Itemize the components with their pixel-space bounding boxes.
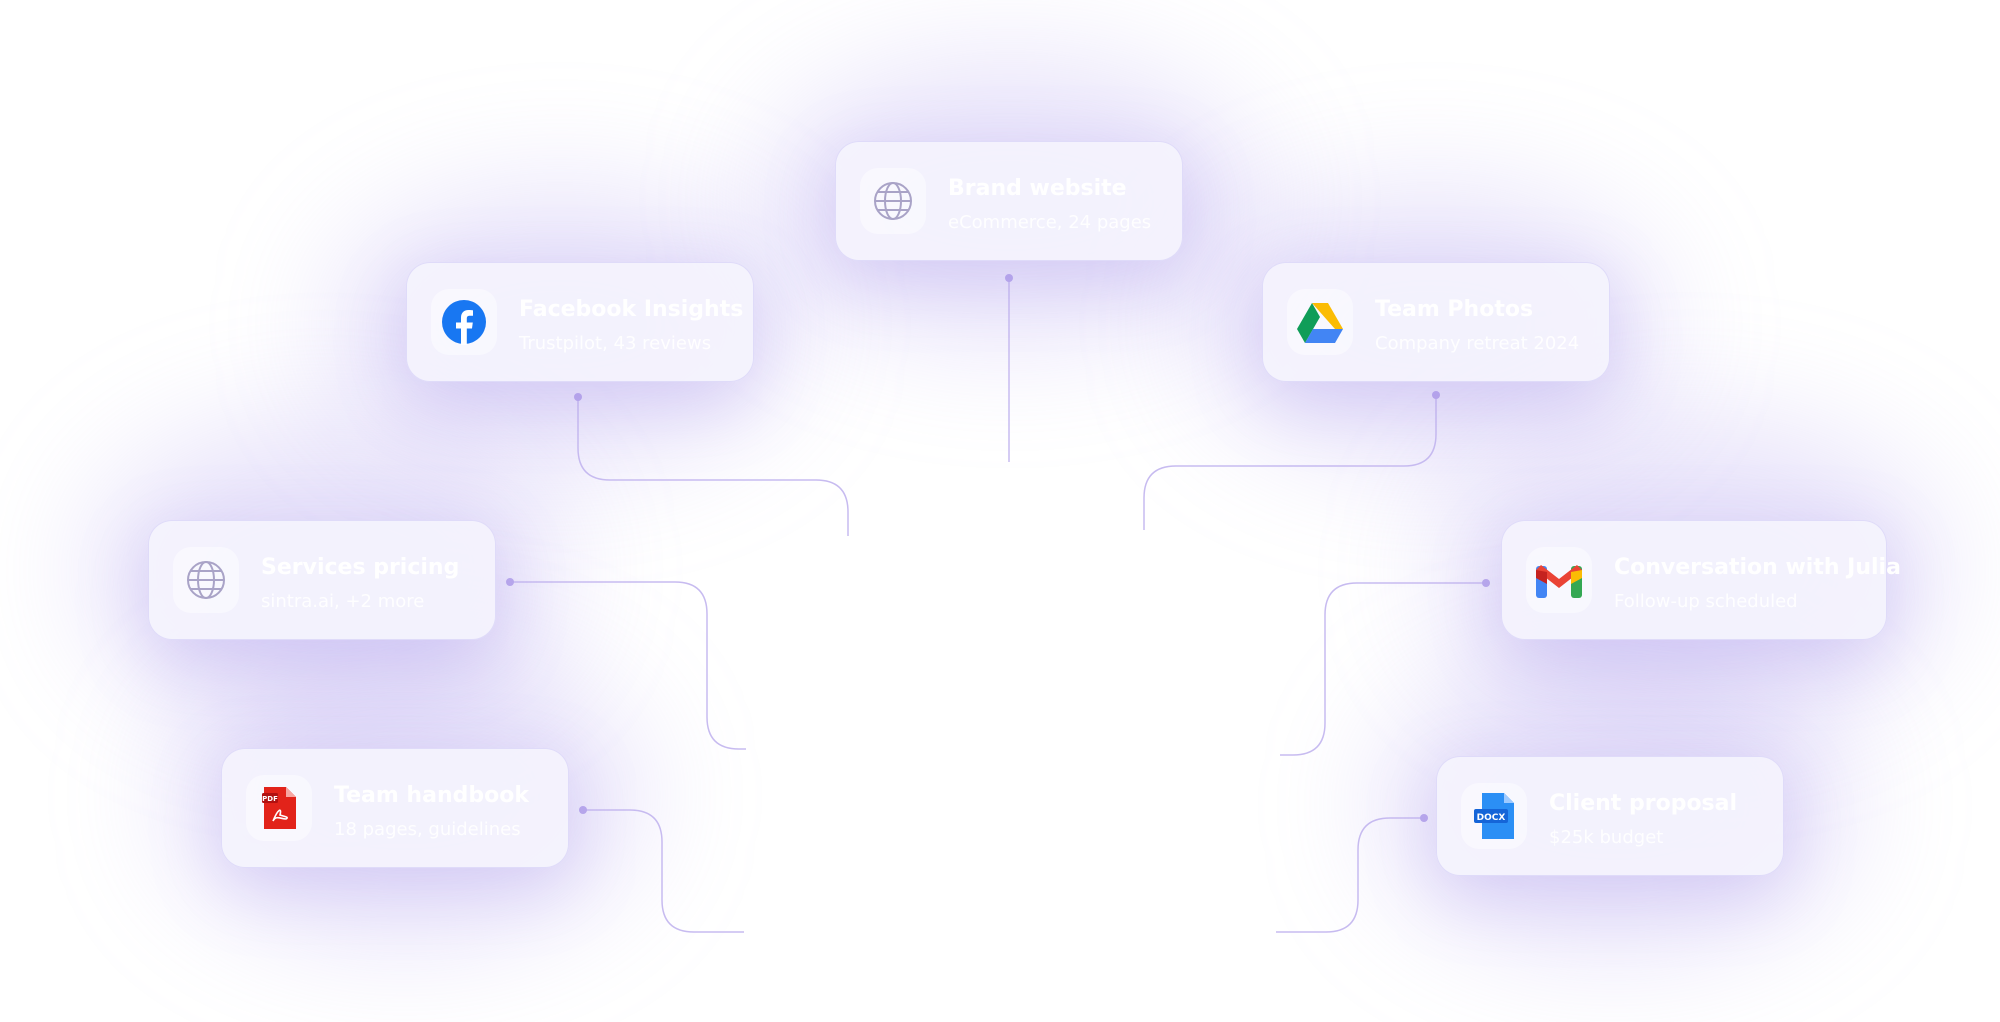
globe-icon	[173, 547, 239, 613]
card-title: Client proposal	[1549, 791, 1738, 816]
card-subtitle: $25k budget	[1549, 827, 1664, 848]
card-title: Facebook Insights	[519, 297, 744, 322]
connector-facebook-insights	[577, 397, 849, 536]
card-brand-website[interactable]: Brand website eCommerce, 24 pages	[835, 141, 1183, 261]
docx-icon-label: DOCX	[1477, 813, 1506, 823]
facebook-icon	[431, 289, 497, 355]
card-client-proposal[interactable]: DOCX Client proposal $25k budget	[1436, 756, 1784, 876]
card-conversation-julia[interactable]: Conversation with Julia Follow-up schedu…	[1501, 520, 1901, 640]
connector-dot	[1432, 391, 1440, 399]
connector-dot	[579, 806, 587, 814]
card-subtitle: eCommerce, 24 pages	[948, 212, 1152, 233]
connector-services-pricing	[510, 581, 746, 750]
card-title: Conversation with Julia	[1614, 555, 1901, 580]
card-subtitle: Company retreat 2024	[1375, 333, 1580, 354]
card-title: Team handbook	[334, 783, 529, 808]
card-subtitle: 18 pages, guidelines	[334, 819, 521, 840]
card-title: Team Photos	[1375, 297, 1534, 322]
card-team-photos[interactable]: Team Photos Company retreat 2024	[1262, 262, 1610, 382]
google-drive-icon	[1287, 289, 1353, 355]
gmail-icon	[1526, 547, 1592, 613]
pdf-icon-label: PDF	[262, 795, 278, 803]
card-title: Services pricing	[261, 555, 460, 580]
globe-icon	[860, 168, 926, 234]
card-title: Brand website	[948, 176, 1127, 201]
connector-team-photos	[1143, 395, 1437, 530]
connector-dot	[1420, 814, 1428, 822]
connector-client-proposal	[1276, 817, 1424, 933]
card-services-pricing[interactable]: Services pricing sintra.ai, +2 more	[148, 520, 496, 640]
card-facebook-insights[interactable]: Facebook Insights Trustpilot, 43 reviews	[406, 262, 754, 382]
card-subtitle: Follow-up scheduled	[1614, 591, 1798, 612]
connector-team-handbook	[582, 809, 744, 933]
pdf-icon: PDF	[246, 775, 312, 841]
card-subtitle: sintra.ai, +2 more	[261, 591, 425, 612]
card-subtitle: Trustpilot, 43 reviews	[519, 333, 712, 354]
connector-dot	[574, 393, 582, 401]
docx-icon: DOCX	[1461, 783, 1527, 849]
connector-conversation-julia	[1280, 582, 1486, 756]
connector-dot	[1482, 579, 1490, 587]
connector-dot	[1005, 274, 1013, 282]
card-team-handbook[interactable]: PDF Team handbook 18 pages, guidelines	[221, 748, 569, 868]
connector-dot	[506, 578, 514, 586]
